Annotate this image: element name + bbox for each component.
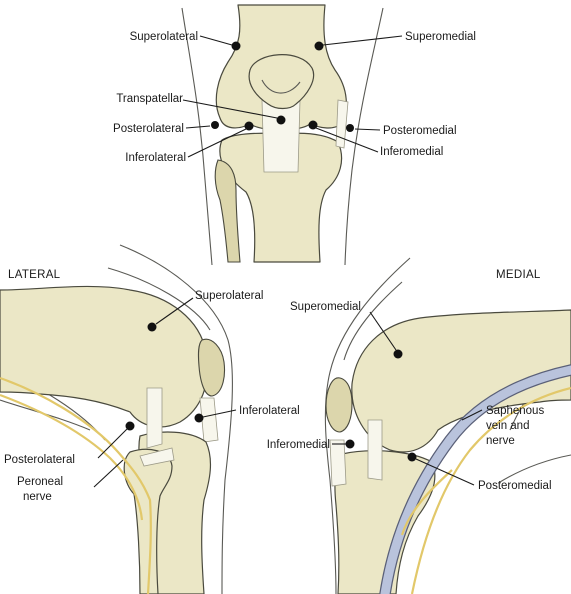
- leader-superolateral-top: [199, 35, 233, 46]
- leader-superomedial-medial: [369, 311, 397, 351]
- anterior-fibula: [214, 159, 241, 263]
- lateral-fibula: [123, 448, 173, 594]
- label-saphenous-line1: Saphenous: [486, 405, 544, 417]
- portal-posterolateral-top: [211, 121, 219, 129]
- leader-superomedial-top: [322, 35, 403, 46]
- lateral-heading: LATERAL: [8, 269, 61, 281]
- anterior-patellar-tendon: [261, 99, 301, 173]
- label-posterolateral-lateral: Posterolateral: [4, 454, 75, 466]
- portal-inferolateral-lateral: [194, 413, 204, 423]
- leader-transpatellar-top: [182, 99, 278, 119]
- medial-ligament: [367, 419, 383, 481]
- lateral-peroneal-nerve-branch: [0, 393, 144, 521]
- portal-superomedial-medial: [393, 349, 403, 359]
- leader-posteromedial-top: [354, 128, 381, 131]
- lateral-peroneal-nerve: [0, 376, 152, 594]
- portal-inferolateral-top: [244, 121, 254, 131]
- saphenous-nerve-branch: [400, 469, 453, 536]
- medial-skin-front: [324, 257, 411, 594]
- portal-posterolateral-lateral: [125, 421, 135, 431]
- medial-skin-front-inner: [343, 281, 403, 361]
- anterior-patella: [248, 54, 315, 110]
- medial-view: MEDIAL Superomedial Inferomedial: [267, 257, 571, 594]
- lateral-ligament: [146, 387, 163, 449]
- label-posterolateral-top: Posterolateral: [113, 123, 184, 135]
- label-saphenous-line3: nerve: [486, 435, 515, 447]
- lateral-femur: [0, 285, 209, 428]
- medial-patella: [325, 377, 353, 433]
- medial-skin-back-lower: [499, 454, 571, 483]
- portal-transpatellar-top: [276, 115, 286, 125]
- lateral-view: LATERAL Superolateral Inferolat: [0, 244, 300, 594]
- lateral-patellar-tendon: [199, 397, 219, 443]
- portal-superomedial-top: [314, 41, 324, 51]
- leader-posterolateral-lateral: [97, 428, 128, 459]
- label-inferolateral-top: Inferolateral: [125, 152, 186, 164]
- leader-inferomedial-top: [315, 127, 379, 153]
- label-transpatellar-top: Transpatellar: [116, 93, 183, 105]
- portal-inferomedial-medial: [345, 439, 355, 449]
- leader-saphenous: [461, 409, 483, 421]
- leader-posterolateral-top: [185, 125, 211, 129]
- leader-inferolateral-top: [187, 128, 247, 158]
- label-superomedial-medial: Superomedial: [290, 301, 361, 313]
- label-posteromedial-top: Posteromedial: [383, 125, 457, 137]
- portal-posteromedial-medial: [407, 452, 417, 462]
- anterior-view: Superolateral Superomedial Transpatellar…: [113, 4, 476, 266]
- portal-superolateral-top: [231, 41, 241, 51]
- anterior-mcl: [335, 99, 349, 149]
- label-saphenous-line2: vein and: [486, 420, 529, 432]
- lateral-skin-front-inner: [107, 267, 211, 331]
- medial-heading: MEDIAL: [496, 269, 541, 281]
- label-inferomedial-medial: Inferomedial: [267, 439, 330, 451]
- label-peroneal-line1: Peroneal: [17, 476, 63, 488]
- leader-peroneal-nerve: [93, 459, 124, 488]
- lateral-skin-front: [119, 244, 233, 594]
- label-superomedial-top: Superomedial: [405, 31, 476, 43]
- leader-superolateral-lateral: [155, 297, 194, 325]
- leader-posteromedial-medial: [415, 458, 475, 486]
- label-superolateral-lateral: Superolateral: [195, 290, 263, 302]
- saphenous-vein: [380, 365, 571, 594]
- lateral-ligament-2: [139, 447, 175, 467]
- label-inferomedial-top: Inferomedial: [380, 146, 443, 158]
- medial-tibia: [334, 450, 436, 594]
- portal-superolateral-lateral: [147, 322, 157, 332]
- saphenous-nerve: [410, 386, 571, 594]
- lateral-patella: [197, 338, 226, 397]
- anterior-patella-groove: [261, 79, 301, 94]
- label-peroneal-line2: nerve: [23, 491, 52, 503]
- label-posteromedial-medial: Posteromedial: [478, 480, 552, 492]
- label-inferolateral-lateral: Inferolateral: [239, 405, 300, 417]
- leader-inferolateral-lateral: [202, 409, 237, 418]
- portal-inferomedial-top: [308, 120, 318, 130]
- label-superolateral-top: Superolateral: [130, 31, 198, 43]
- anterior-skin-outline-right: [344, 7, 384, 266]
- portal-posteromedial-top: [346, 124, 354, 132]
- medial-patellar-tendon: [329, 439, 347, 487]
- anterior-skin-outline: [181, 7, 213, 266]
